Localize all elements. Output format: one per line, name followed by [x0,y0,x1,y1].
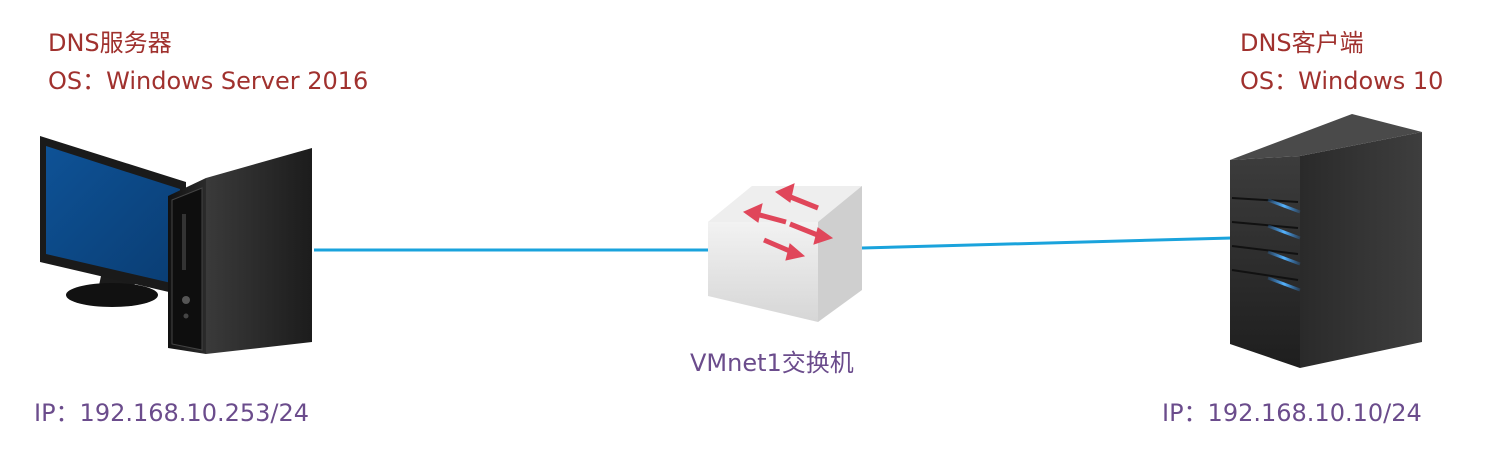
link-switch-client [861,236,1233,250]
desktop-computer-icon [40,136,312,354]
network-switch-icon [708,183,862,322]
client-ip: IP：192.168.10.10/24 [1162,399,1422,427]
client-title: DNS客户端 [1240,29,1364,57]
server-ip: IP：192.168.10.253/24 [34,399,310,427]
server-title: DNS服务器 [48,29,172,57]
status-led-icon [1267,198,1301,292]
server-tower-icon [1230,114,1422,368]
client-os: OS：Windows 10 [1240,67,1444,95]
server-os: OS：Windows Server 2016 [48,67,369,95]
switch-label: VMnet1交换机 [690,349,854,377]
